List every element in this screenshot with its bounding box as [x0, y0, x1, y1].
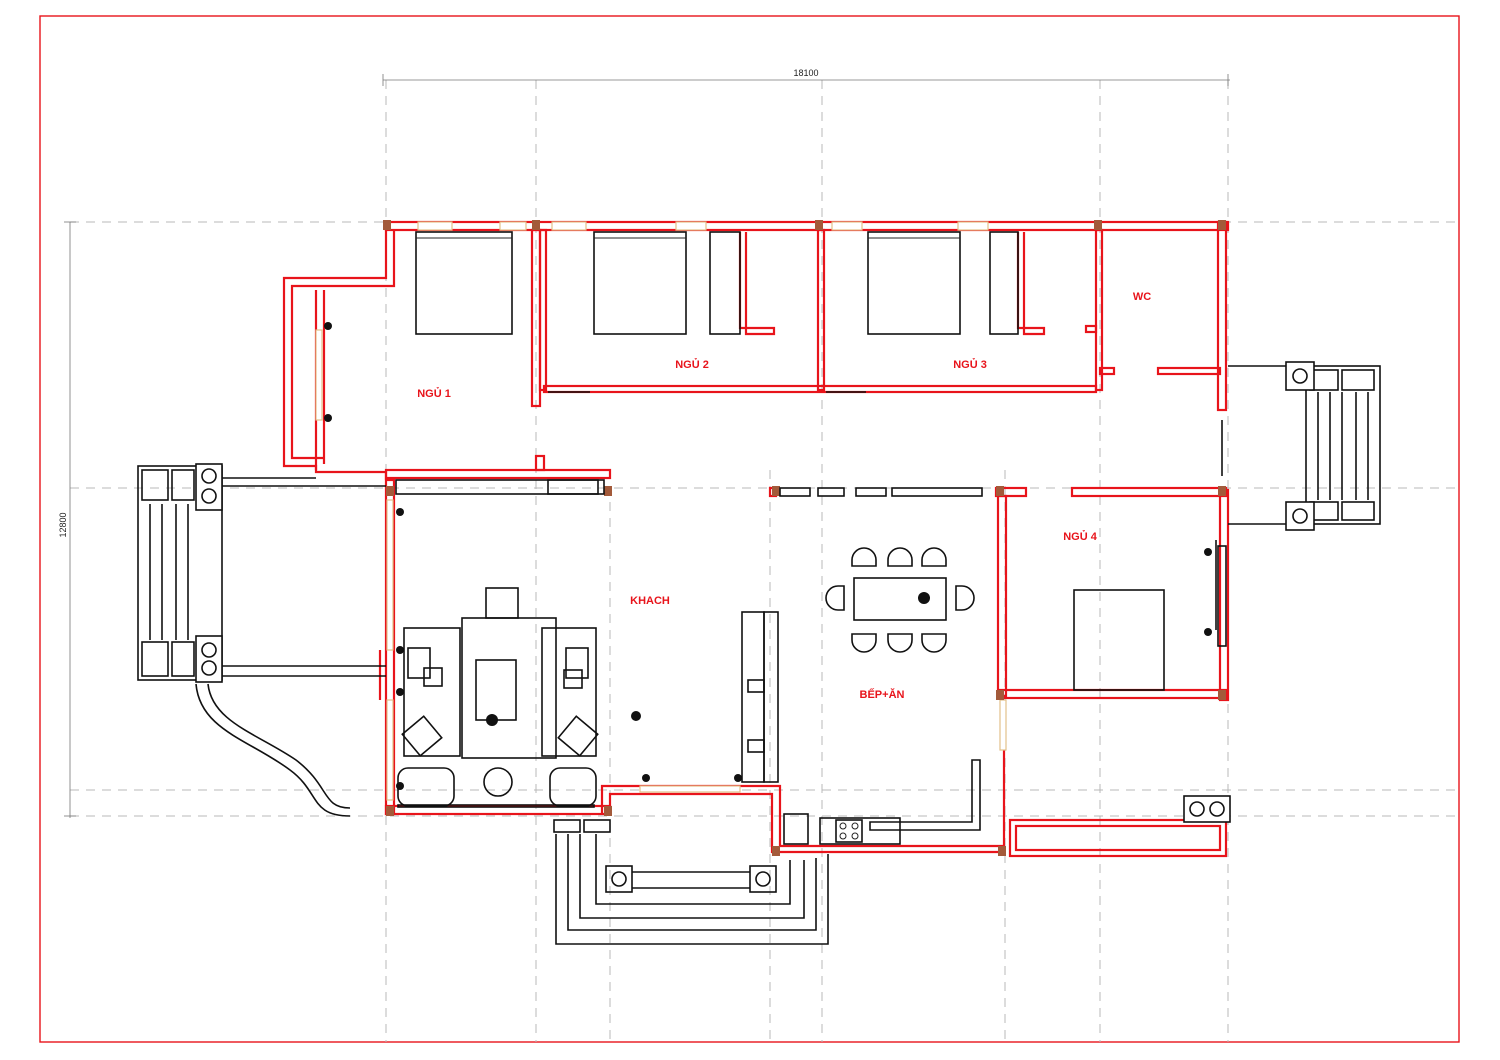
bed-ngu3	[867, 231, 961, 335]
room-label-ngu1: NGỦ 1	[417, 387, 451, 400]
room-label-ngu2: NGỦ 2	[675, 358, 709, 371]
front-terrace	[553, 819, 829, 945]
height-dimension-label: 12800	[58, 512, 68, 537]
left-terrace	[137, 463, 386, 817]
dimension-height: 12800	[58, 221, 76, 818]
room-label-ngu3: NGỦ 3	[953, 358, 987, 371]
bed-ngu1	[415, 231, 513, 335]
width-dimension-label: 18100	[793, 68, 818, 78]
rear-steps	[1183, 795, 1231, 823]
room-label-bep-an: BẾP+ĂN	[860, 688, 905, 701]
columns	[383, 220, 1226, 856]
walls	[282, 220, 1230, 858]
room-label-khach: KHACH	[630, 595, 670, 607]
right-terrace	[1228, 361, 1381, 531]
kitchen-counter	[741, 611, 779, 783]
bed-ngu2	[593, 231, 687, 335]
room-label-wc: WC	[1133, 291, 1151, 303]
doors	[548, 391, 1223, 630]
grid-axes	[70, 80, 1459, 1042]
wardrobe-ngu4	[1217, 545, 1227, 647]
wardrobe-ngu3	[989, 231, 1019, 335]
dining-set	[825, 547, 975, 653]
drawing-frame	[39, 15, 1460, 1043]
tv-bench	[395, 479, 605, 495]
sofa-set	[397, 587, 599, 808]
dimension-width: 18100	[382, 68, 1230, 86]
wardrobe-ngu2	[709, 231, 741, 335]
plant-icons	[324, 322, 1212, 790]
bed-ngu4	[1073, 589, 1165, 691]
room-label-ngu4: NGỦ 4	[1063, 530, 1098, 543]
kitchen-appliances	[779, 487, 983, 845]
